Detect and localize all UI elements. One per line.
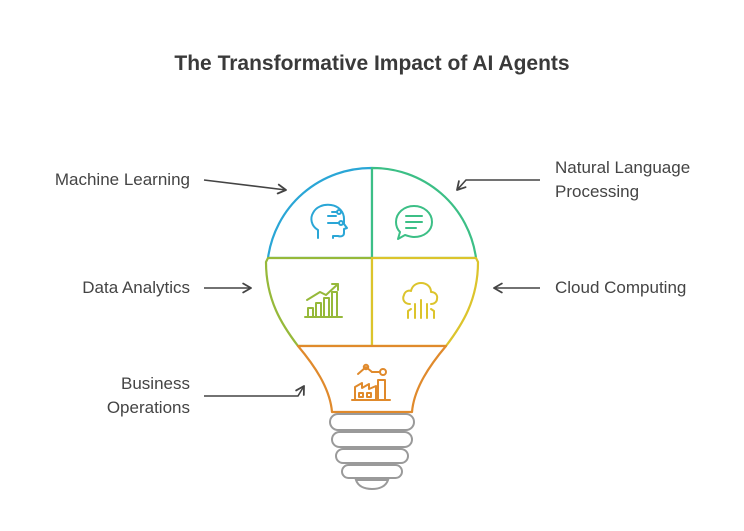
label-line: Processing <box>555 182 640 201</box>
arrow-natural-language-processing <box>456 179 540 191</box>
arrow-machine-learning <box>203 179 287 195</box>
segment-natural-language-processing <box>370 166 478 260</box>
label-line: Natural Language <box>555 158 691 177</box>
chat-bubble-icon <box>395 205 433 240</box>
segment-business-operations <box>296 344 448 414</box>
bulb-base <box>329 413 415 491</box>
label-natural-language-processing: Natural Language Processing <box>555 156 690 204</box>
growth-chart-icon <box>304 283 343 318</box>
label-data-analytics: Data Analytics <box>82 276 190 300</box>
arrow-business-operations <box>204 385 305 397</box>
label-line: Business <box>121 374 190 393</box>
diagram-title: The Transformative Impact of AI Agents <box>174 52 570 75</box>
label-line: Data Analytics <box>82 278 190 297</box>
label-line: Operations <box>106 398 190 417</box>
label-line: Cloud Computing <box>555 278 687 297</box>
cloud-network-icon <box>402 282 439 319</box>
label-machine-learning: Machine Learning <box>55 168 190 192</box>
brain-circuit-icon <box>310 203 348 239</box>
factory-icon <box>351 363 391 401</box>
label-line: Machine Learning <box>54 170 190 189</box>
segment-cloud-computing <box>370 256 480 348</box>
label-business-operations: Business Operations <box>107 372 190 420</box>
segment-machine-learning <box>266 166 374 260</box>
label-cloud-computing: Cloud Computing <box>555 276 686 300</box>
